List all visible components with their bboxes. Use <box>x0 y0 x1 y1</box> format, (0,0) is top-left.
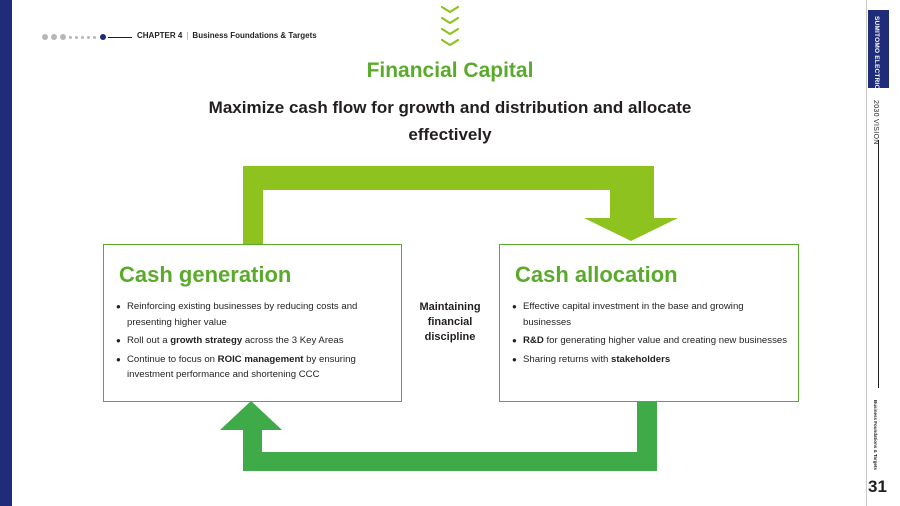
chapter-number: CHAPTER 4 <box>137 31 183 40</box>
chapter-rule <box>108 37 132 38</box>
chapter-separator: | <box>186 31 189 40</box>
cash-allocation-box: Cash allocation Effective capital invest… <box>499 244 799 402</box>
cash-generation-list: Reinforcing existing businesses by reduc… <box>116 299 391 386</box>
bottom-cycle-arrow <box>220 401 657 471</box>
cash-generation-title: Cash generation <box>119 262 292 287</box>
progress-dot <box>60 34 66 40</box>
cash-generation-box: Cash generation Reinforcing existing bus… <box>103 244 402 402</box>
list-item: Reinforcing existing businesses by reduc… <box>116 299 391 330</box>
progress-dot <box>42 34 48 40</box>
page-number: 31 <box>868 477 887 496</box>
cash-allocation-list: Effective capital investment in the base… <box>512 299 788 370</box>
progress-dot <box>75 35 78 39</box>
top-cycle-arrow <box>243 166 678 244</box>
left-accent-bar <box>0 0 12 506</box>
sidebar-section-label: Business Foundations & Targets <box>873 400 878 470</box>
cash-allocation-title: Cash allocation <box>515 262 678 287</box>
sidebar-rule <box>878 140 879 388</box>
vision-label: 2030 VISION <box>872 100 879 145</box>
chevron-down-icon <box>440 5 460 47</box>
list-item: R&D for generating higher value and crea… <box>512 333 788 349</box>
list-item: Roll out a growth strategy across the 3 … <box>116 333 391 349</box>
page-subtitle: Maximize cash flow for growth and distri… <box>208 98 692 144</box>
progress-dot-current <box>100 34 106 40</box>
progress-dot <box>81 35 84 39</box>
progress-dot <box>93 35 96 39</box>
sidebar-divider <box>866 0 867 506</box>
chapter-section: Business Foundations & Targets <box>192 31 317 40</box>
center-label: Maintaining financial discipline <box>419 301 481 343</box>
list-item: Effective capital investment in the base… <box>512 299 788 330</box>
page-title: Financial Capital <box>366 59 534 82</box>
list-item: Continue to focus on ROIC management by … <box>116 352 391 383</box>
chapter-heading: CHAPTER 4|Business Foundations & Targets <box>137 31 317 40</box>
progress-dot <box>51 34 57 40</box>
progress-dot <box>69 35 72 39</box>
progress-dot <box>87 35 90 39</box>
chapter-progress-dots <box>42 33 106 41</box>
brand-block <box>868 10 889 88</box>
brand-name: SUMITOMO ELECTRIC <box>873 16 880 90</box>
list-item: Sharing returns with stakeholders <box>512 352 788 368</box>
